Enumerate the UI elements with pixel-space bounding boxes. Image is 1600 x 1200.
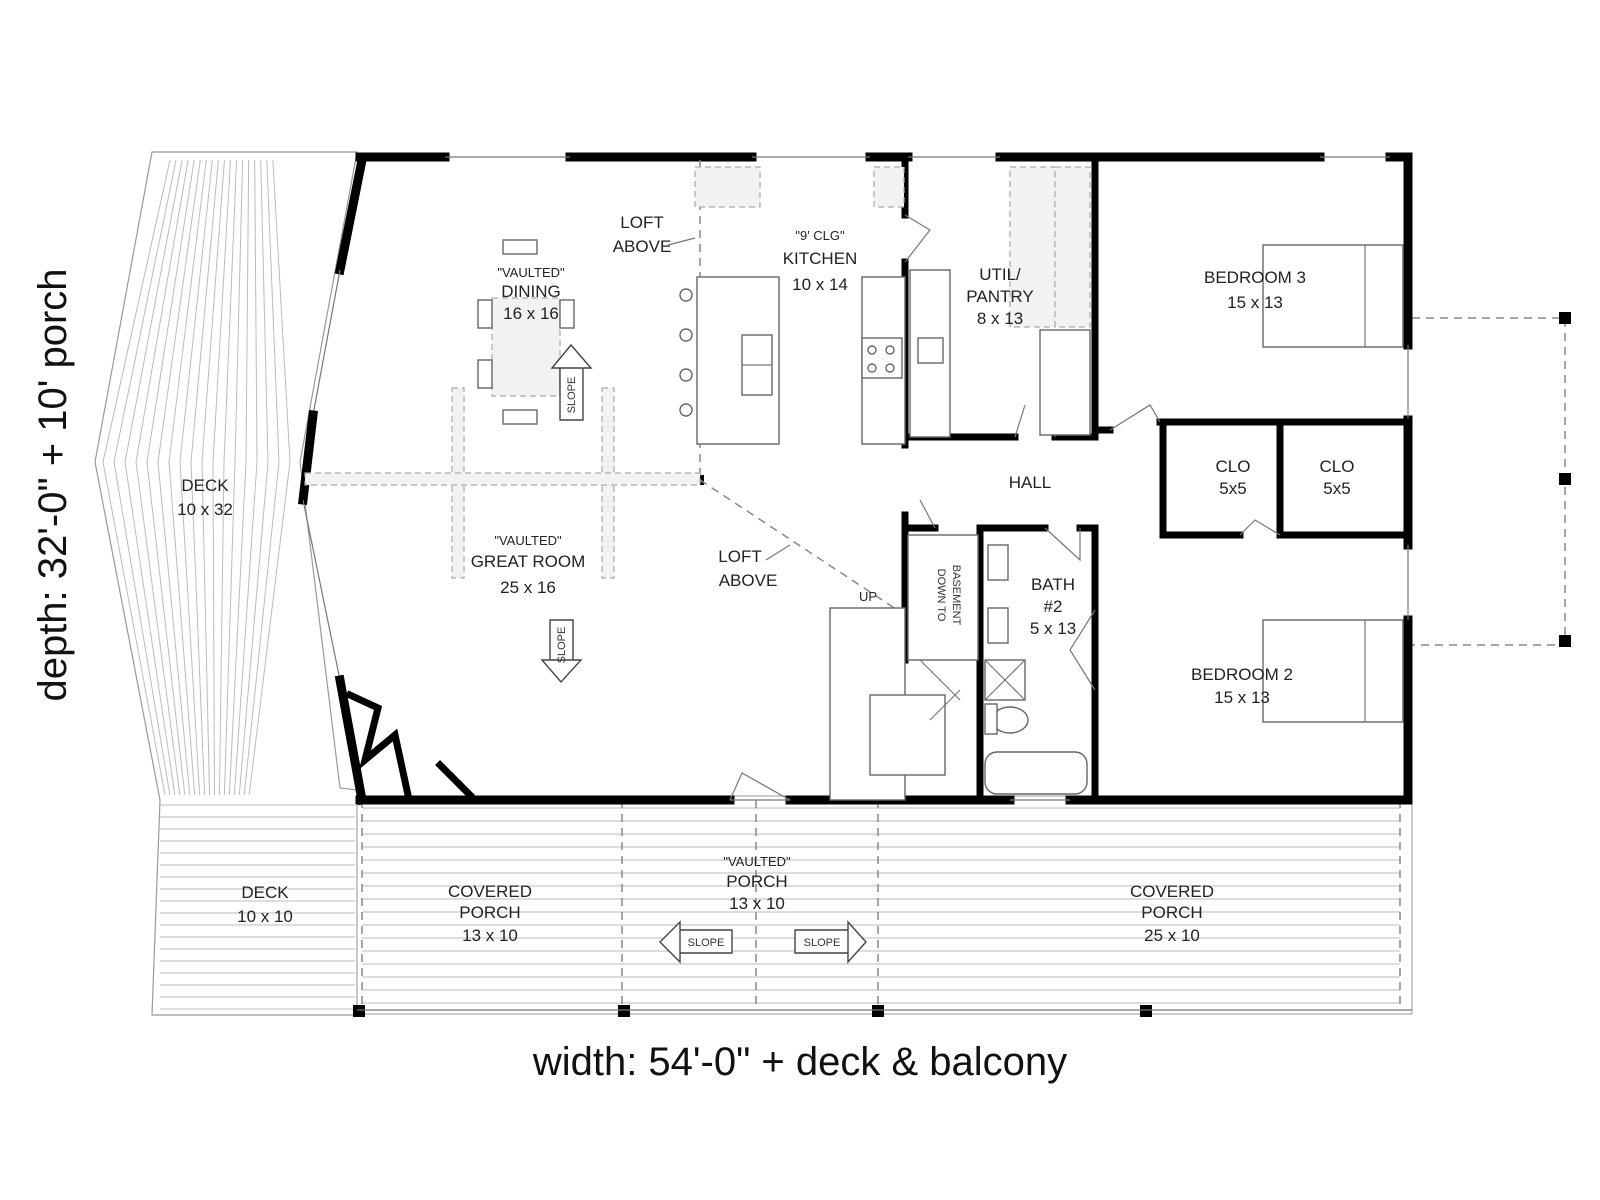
svg-text:SLOPE: SLOPE — [804, 937, 841, 949]
svg-text:SLOPE: SLOPE — [556, 627, 568, 664]
bed-icon — [1262, 244, 1404, 348]
bedroom3-name: BEDROOM 3 — [1204, 268, 1306, 287]
balcony-outline — [1412, 312, 1571, 647]
closet2-size: 5x5 — [1323, 479, 1350, 498]
sink-icon — [987, 544, 1009, 581]
bedroom2-name: BEDROOM 2 — [1191, 665, 1293, 684]
beds — [1262, 244, 1404, 723]
slope-right-arrow — [794, 920, 867, 964]
deck-lower-size: 10 x 10 — [237, 907, 293, 926]
closet1-size: 5x5 — [1219, 479, 1246, 498]
deck-left — [94, 151, 358, 1016]
bath2-size: 5 x 13 — [1030, 619, 1076, 638]
porch-post — [618, 1005, 630, 1017]
dining-table — [491, 297, 561, 397]
depth-dimension: depth: 32'-0" + 10' porch — [31, 268, 75, 701]
stairs — [829, 534, 979, 801]
util-name-line1: UTIL/ — [979, 265, 1021, 284]
dining-name: DINING — [501, 282, 561, 301]
vaulted-porch-qualifier: "VAULTED" — [723, 854, 791, 869]
dining-qualifier: "VAULTED" — [497, 265, 565, 280]
dining-size: 16 x 16 — [503, 304, 559, 323]
svg-text:SLOPE: SLOPE — [688, 937, 725, 949]
slope-arrows: SLOPE SLOPE SLOPE SLOPE — [540, 343, 867, 964]
closet1-name: CLO — [1216, 457, 1251, 476]
deck-left-name: DECK — [181, 476, 229, 495]
loft-above-2-line1: LOFT — [718, 547, 761, 566]
slope-up-arrow — [550, 343, 593, 421]
up-label: UP — [859, 589, 877, 604]
great-room-qualifier: "VAULTED" — [494, 533, 562, 548]
porch-post — [1140, 1005, 1152, 1017]
porch-area — [353, 795, 1413, 1017]
deck-left-size: 10 x 32 — [177, 500, 233, 519]
loft-above-1-line1: LOFT — [620, 213, 663, 232]
bathtub-icon — [984, 751, 1088, 795]
util-size: 8 x 13 — [977, 309, 1023, 328]
slope-left-arrow — [659, 920, 733, 964]
porch-post — [872, 1005, 884, 1017]
bedroom2-size: 15 x 13 — [1214, 688, 1270, 707]
bath2-name-line1: BATH — [1031, 575, 1075, 594]
bath-fixtures — [984, 544, 1088, 795]
great-room-size: 25 x 16 — [500, 578, 556, 597]
door-swing — [904, 214, 931, 263]
doors — [345, 214, 1281, 801]
down-to-basement-line2: BASEMENT — [950, 565, 962, 626]
range-icon — [861, 337, 903, 379]
util-name-line2: PANTRY — [966, 287, 1033, 306]
closet2-name: CLO — [1320, 457, 1355, 476]
loft-above-2-line2: ABOVE — [719, 571, 778, 590]
bed-icon — [1262, 619, 1404, 723]
exterior-walls — [298, 152, 1413, 806]
porch-post — [353, 1005, 365, 1017]
bedroom3-size: 15 x 13 — [1227, 293, 1283, 312]
kitchen-qualifier: "9' CLG" — [795, 228, 845, 243]
porch-right-size: 25 x 10 — [1144, 926, 1200, 945]
width-dimension: width: 54'-0" + deck & balcony — [532, 1040, 1067, 1084]
hall-name: HALL — [1009, 473, 1052, 492]
annotations: LOFT ABOVE LOFT ABOVE UP DOWN TO BASEMEN… — [613, 213, 962, 626]
porch-left-line2: PORCH — [459, 903, 520, 922]
kitchen-fixtures — [477, 166, 1091, 445]
down-to-basement-line1: DOWN TO — [935, 569, 947, 622]
kitchen-size: 10 x 14 — [792, 275, 848, 294]
kitchen-name: KITCHEN — [783, 249, 858, 268]
loft-above-1-line2: ABOVE — [613, 237, 672, 256]
room-labels: DECK 10 x 32 DECK 10 x 10 "VAULTED" DINI… — [177, 228, 1354, 945]
porch-left-line1: COVERED — [448, 882, 532, 901]
vaulted-porch-size: 13 x 10 — [729, 894, 785, 913]
svg-text:SLOPE: SLOPE — [566, 377, 578, 414]
porch-right-line2: PORCH — [1141, 903, 1202, 922]
slope-down-arrow — [540, 619, 583, 684]
sink-icon — [987, 607, 1009, 644]
vaulted-porch-name: PORCH — [726, 872, 787, 891]
bath2-name-line2: #2 — [1044, 597, 1063, 616]
porch-left-size: 13 x 10 — [462, 926, 518, 945]
great-room-name: GREAT ROOM — [471, 552, 586, 571]
porch-right-line1: COVERED — [1130, 882, 1214, 901]
deck-lower-name: DECK — [241, 883, 289, 902]
